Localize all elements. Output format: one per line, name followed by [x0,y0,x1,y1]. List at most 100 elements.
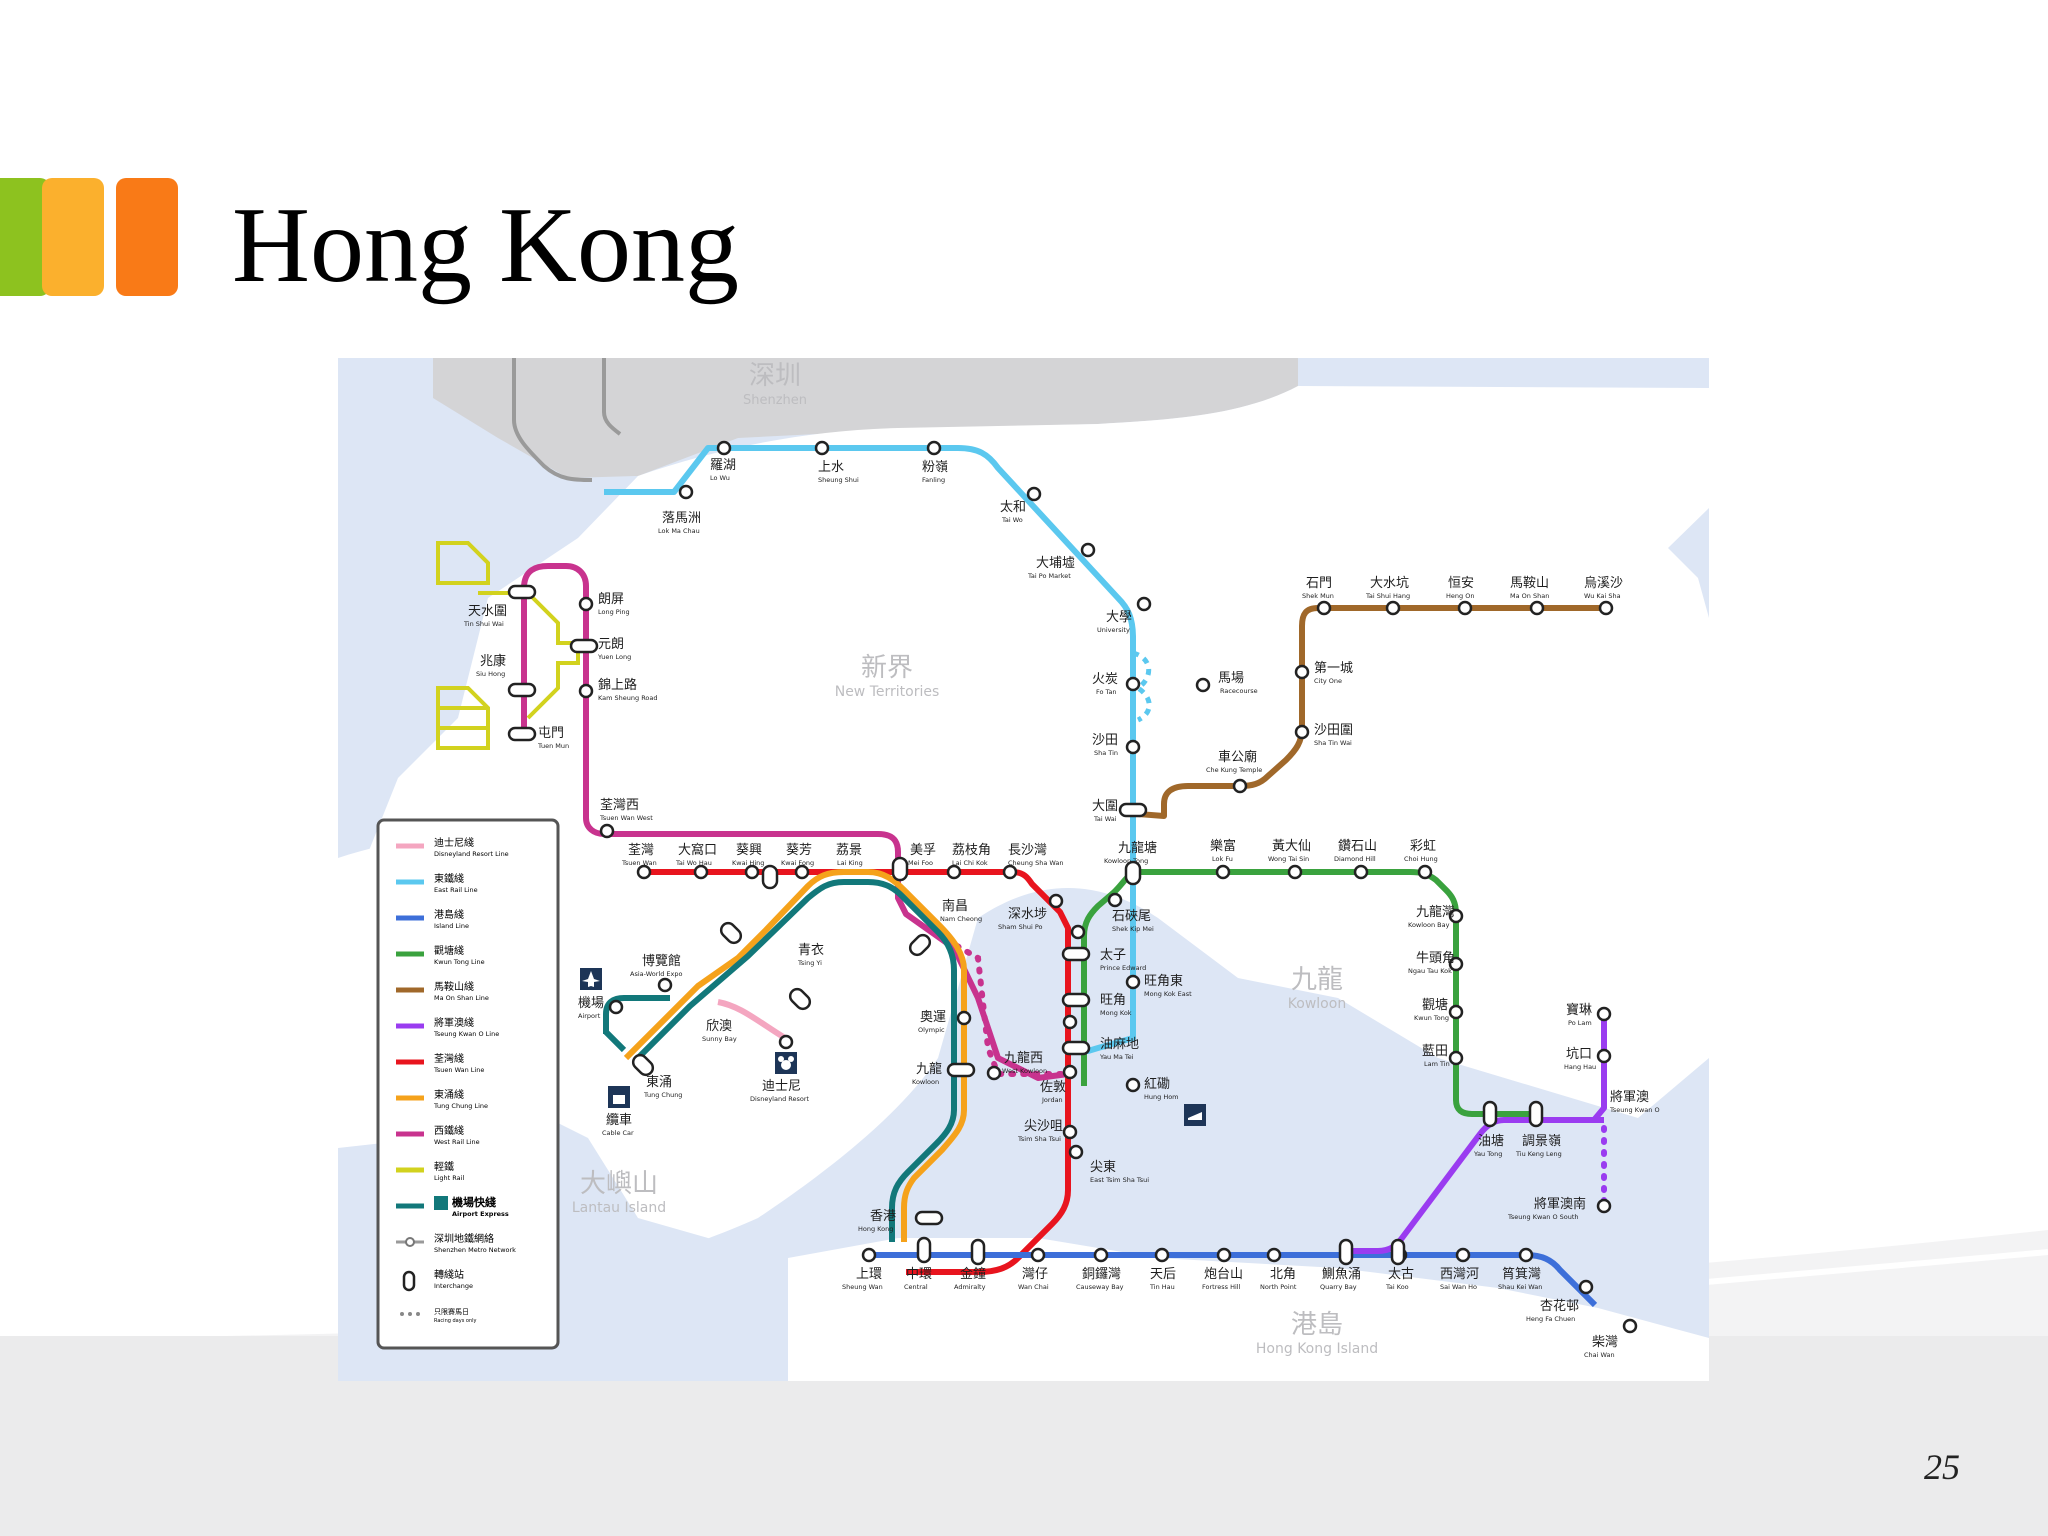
svg-text:灣仔: 灣仔 [1022,1267,1048,1282]
svg-text:Heng Fa Chuen: Heng Fa Chuen [1526,1315,1575,1323]
svg-text:Racing days only: Racing days only [434,1318,477,1324]
svg-text:Fo Tan: Fo Tan [1096,688,1117,696]
svg-text:太古: 太古 [1388,1267,1414,1282]
svg-text:New Territories: New Territories [835,684,940,700]
svg-text:Lai Chi Kok: Lai Chi Kok [952,859,988,867]
svg-text:將軍澳綫: 將軍澳綫 [434,1016,474,1029]
svg-text:樂富: 樂富 [1210,838,1236,854]
svg-text:Tsim Sha Tsui: Tsim Sha Tsui [1017,1135,1061,1143]
region-hk-island: 港島 Hong Kong Island [1256,1310,1378,1357]
svg-text:欣澳: 欣澳 [706,1018,732,1034]
airport-express-line [603,879,957,1242]
svg-text:Quarry Bay: Quarry Bay [1320,1283,1357,1291]
svg-text:Tuen Mun: Tuen Mun [537,742,569,750]
svg-text:Airport Express: Airport Express [452,1210,509,1218]
svg-text:Hung Hom: Hung Hom [1144,1093,1179,1101]
svg-text:Tai Shui Hang: Tai Shui Hang [1365,592,1410,600]
svg-text:將軍澳南: 將軍澳南 [1534,1196,1586,1212]
svg-text:City One: City One [1314,677,1342,685]
svg-text:觀塘綫: 觀塘綫 [434,944,464,957]
svg-text:大水坑: 大水坑 [1370,576,1409,591]
svg-text:烏溪沙: 烏溪沙 [1584,575,1623,591]
svg-text:Tai Po Market: Tai Po Market [1027,572,1071,580]
svg-text:迪士尼綫: 迪士尼綫 [434,836,474,849]
svg-text:Wu Kai Sha: Wu Kai Sha [1584,592,1621,600]
svg-text:North Point: North Point [1260,1283,1297,1291]
svg-text:黃大仙: 黃大仙 [1272,839,1311,854]
accent-bar-yellow [42,178,104,296]
svg-text:只限賽馬日: 只限賽馬日 [434,1307,469,1316]
svg-text:Island Line: Island Line [434,922,469,930]
svg-text:Tsuen Wan West: Tsuen Wan West [599,814,653,822]
svg-text:香港: 香港 [870,1209,896,1224]
tsuen-wan-line [644,869,1071,1275]
svg-text:West Rail Line: West Rail Line [434,1138,480,1146]
svg-text:荔景: 荔景 [836,843,862,858]
region-shenzhen: 深圳 Shenzhen [743,361,807,408]
svg-text:Heng On: Heng On [1446,592,1474,600]
svg-text:Kwai Fong: Kwai Fong [781,859,814,867]
svg-text:東涌: 東涌 [646,1074,672,1090]
disneyland-icon [775,1052,797,1074]
region-lantau: 大嶼山 Lantau Island [572,1169,666,1216]
svg-text:Cheung Sha Wan: Cheung Sha Wan [1008,859,1064,867]
svg-text:Tai Wai: Tai Wai [1093,815,1117,823]
svg-text:Tin Shui Wai: Tin Shui Wai [463,620,504,628]
svg-text:Hong Kong Island: Hong Kong Island [1256,1341,1378,1357]
svg-text:Sheung Wan: Sheung Wan [842,1283,883,1291]
svg-text:Tai Wo Hau: Tai Wo Hau [675,859,712,867]
interchange-markers [507,584,1544,1266]
svg-text:鑽石山: 鑽石山 [1338,838,1377,854]
svg-text:九龍西: 九龍西 [1004,1050,1043,1066]
svg-text:太和: 太和 [1000,500,1026,515]
svg-text:藍田: 藍田 [1422,1044,1448,1059]
svg-text:沙田: 沙田 [1092,733,1118,748]
svg-text:Cable Car: Cable Car [602,1129,634,1137]
svg-text:Prince Edward: Prince Edward [1100,964,1146,972]
svg-text:石門: 石門 [1306,576,1332,591]
svg-text:Causeway Bay: Causeway Bay [1076,1283,1124,1291]
svg-text:Yau Ma Tei: Yau Ma Tei [1099,1053,1134,1061]
svg-text:杏花邨: 杏花邨 [1540,1298,1579,1314]
svg-text:上水: 上水 [818,460,844,475]
svg-text:Shek Kip Mei: Shek Kip Mei [1112,925,1154,933]
svg-text:Chai Wan: Chai Wan [1584,1351,1615,1359]
svg-text:粉嶺: 粉嶺 [922,460,948,475]
svg-text:長沙灣: 長沙灣 [1008,843,1047,858]
airport-icon [580,968,602,990]
intercity-train-icon [1184,1104,1206,1126]
svg-text:Lai King: Lai King [837,859,863,867]
svg-text:西鐵綫: 西鐵綫 [434,1124,464,1137]
svg-text:Disneyland Resort Line: Disneyland Resort Line [434,850,509,858]
